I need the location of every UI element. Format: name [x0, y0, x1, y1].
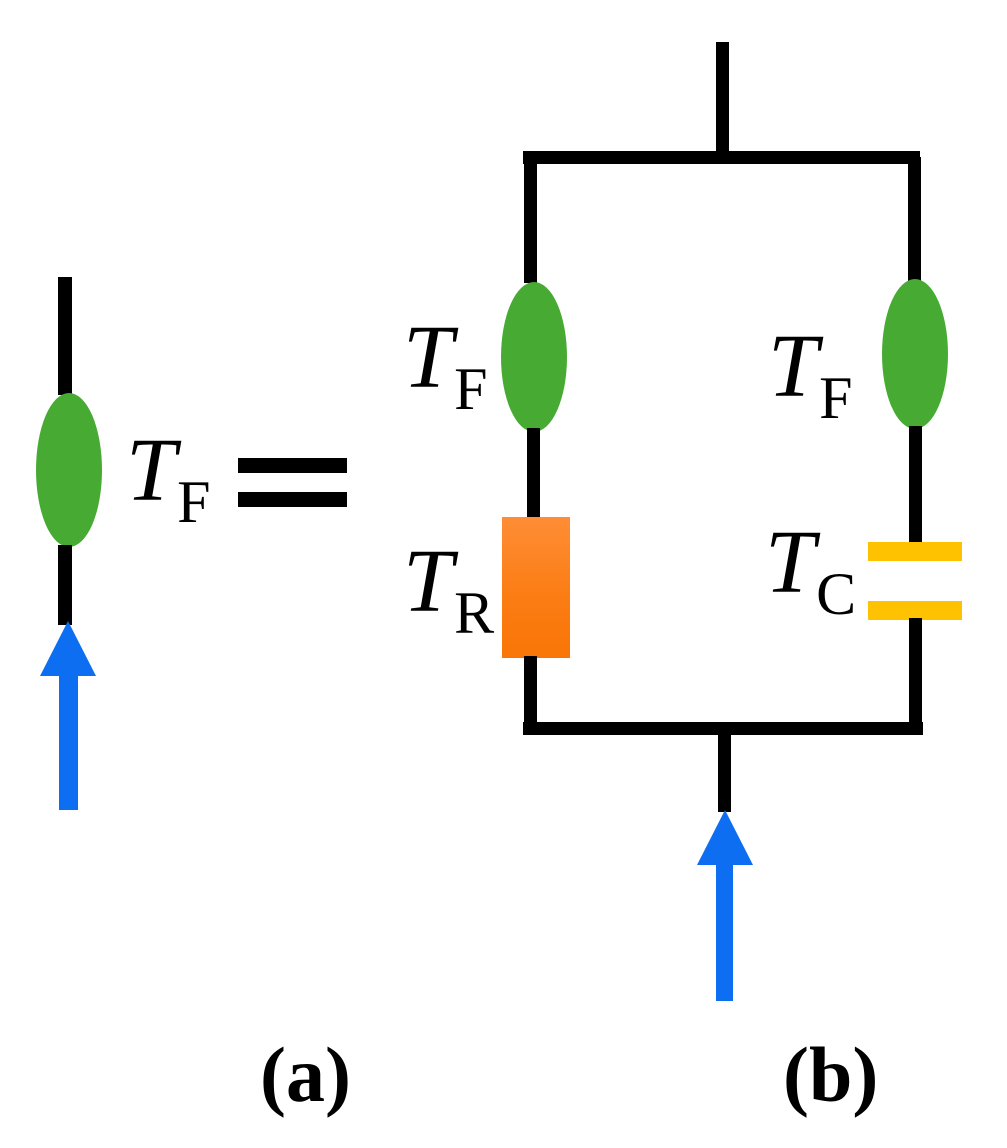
- caption-a: (a): [260, 1031, 351, 1118]
- wire-b-left-upper: [524, 157, 537, 283]
- fuse-label-b-left: TF: [403, 313, 487, 420]
- wire-b-right-middle: [909, 426, 922, 544]
- equals-bar-top: [238, 458, 347, 473]
- wire-b-top-bus: [523, 151, 920, 164]
- label-subscript: C: [816, 561, 857, 627]
- input-arrow-shaft-a: [59, 673, 78, 810]
- resistor-label: TR: [403, 537, 494, 644]
- wire-b-bottom-terminal: [718, 735, 731, 812]
- fuse-ellipse-b-right: [882, 279, 948, 429]
- label-base: T: [768, 317, 819, 416]
- wire-b-top-terminal: [716, 42, 729, 154]
- fuse-ellipse-b-left: [501, 282, 567, 432]
- wire-b-right-upper: [908, 157, 921, 281]
- label-subscript: F: [454, 356, 488, 422]
- wire-a-top: [58, 277, 72, 395]
- input-arrow-head-b: [697, 810, 753, 865]
- wire-b-right-lower: [909, 618, 922, 734]
- capacitor-plate-top: [868, 542, 962, 561]
- wire-b-left-middle: [527, 428, 540, 519]
- label-subscript: F: [819, 365, 853, 431]
- capacitor-plate-bottom: [868, 601, 962, 620]
- equals-bar-bottom: [238, 492, 347, 507]
- wire-a-bottom: [58, 545, 72, 625]
- fuse-label-b-right: TF: [768, 322, 852, 429]
- fuse-label-a: TF: [126, 426, 210, 533]
- label-base: T: [765, 513, 816, 612]
- label-subscript: R: [454, 580, 495, 646]
- wire-b-left-lower: [524, 656, 537, 734]
- wire-b-bottom-bus: [523, 722, 923, 735]
- input-arrow-shaft-b: [716, 864, 733, 1001]
- label-base: T: [403, 532, 454, 631]
- label-base: T: [126, 421, 177, 520]
- label-subscript: F: [177, 469, 211, 535]
- label-base: T: [403, 308, 454, 407]
- fuse-ellipse-a: [36, 393, 102, 547]
- capacitor-label: TC: [765, 518, 856, 625]
- input-arrow-head-a: [40, 621, 96, 676]
- resistor-rect: [502, 517, 570, 658]
- caption-b: (b): [783, 1031, 879, 1118]
